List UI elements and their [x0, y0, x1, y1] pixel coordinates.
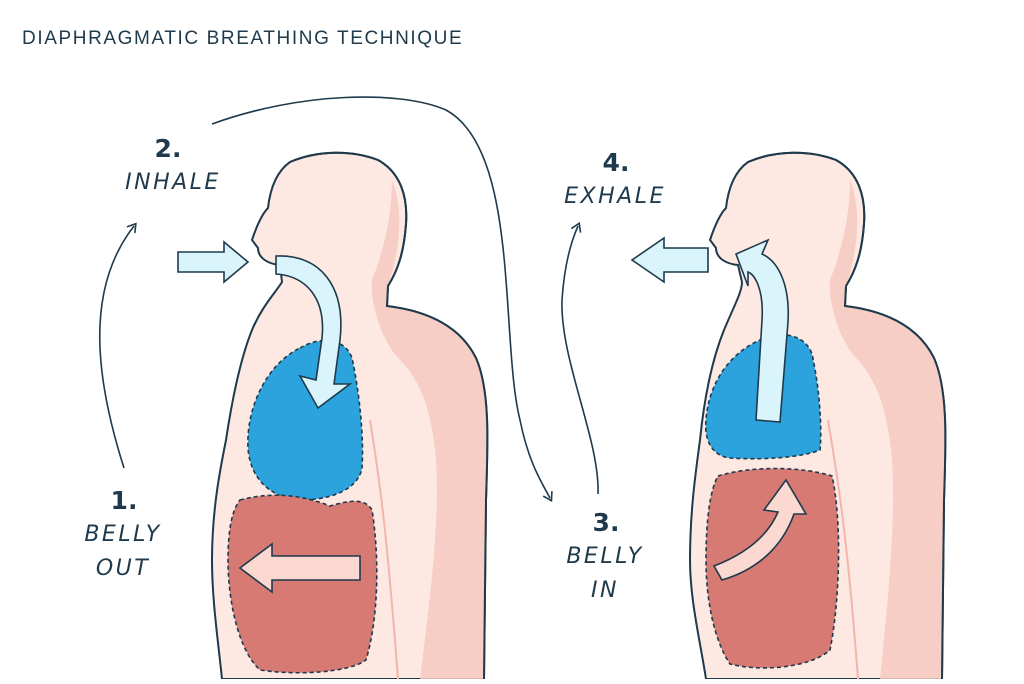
step-1-number: 1. — [110, 486, 138, 515]
right-exhale-arrow-up — [734, 238, 790, 423]
left-body-outline — [289, 151, 489, 680]
step-3-label-line2: IN — [591, 578, 619, 603]
left-body-shading — [371, 180, 488, 679]
left-belly — [227, 494, 378, 674]
step-3-number: 3. — [592, 508, 620, 537]
right-body-shading — [829, 180, 946, 679]
step-4-number: 4. — [602, 148, 630, 177]
left-inhale-arrow-down — [275, 255, 353, 410]
step-2-label: INHALE — [125, 170, 221, 195]
step-3-label-line1: BELLY — [566, 544, 644, 569]
right-body-outline — [747, 151, 947, 680]
right-exhale-arrow-out — [630, 236, 709, 284]
diagram-title: DIAPHRAGMATIC BREATHING TECHNIQUE — [22, 28, 464, 49]
step-1-label-line1: BELLY — [84, 522, 162, 547]
left-arm-line — [369, 419, 399, 680]
step-2-number: 2. — [154, 134, 182, 163]
left-belly-out-arrow — [238, 542, 361, 594]
right-belly — [705, 467, 840, 669]
step-4-label: EXHALE — [564, 184, 666, 209]
right-figure — [630, 151, 947, 680]
cycle-arrow-2-to-3 — [211, 96, 553, 502]
cycle-arrow-1-to-2 — [99, 222, 137, 469]
right-arm-line — [827, 419, 859, 680]
left-inhale-arrow-in — [177, 240, 250, 284]
right-belly-in-arrow — [712, 478, 808, 581]
cycle-arrow-3-to-4 — [561, 221, 599, 495]
left-figure — [177, 151, 489, 680]
step-1-label-line2: OUT — [95, 556, 151, 581]
